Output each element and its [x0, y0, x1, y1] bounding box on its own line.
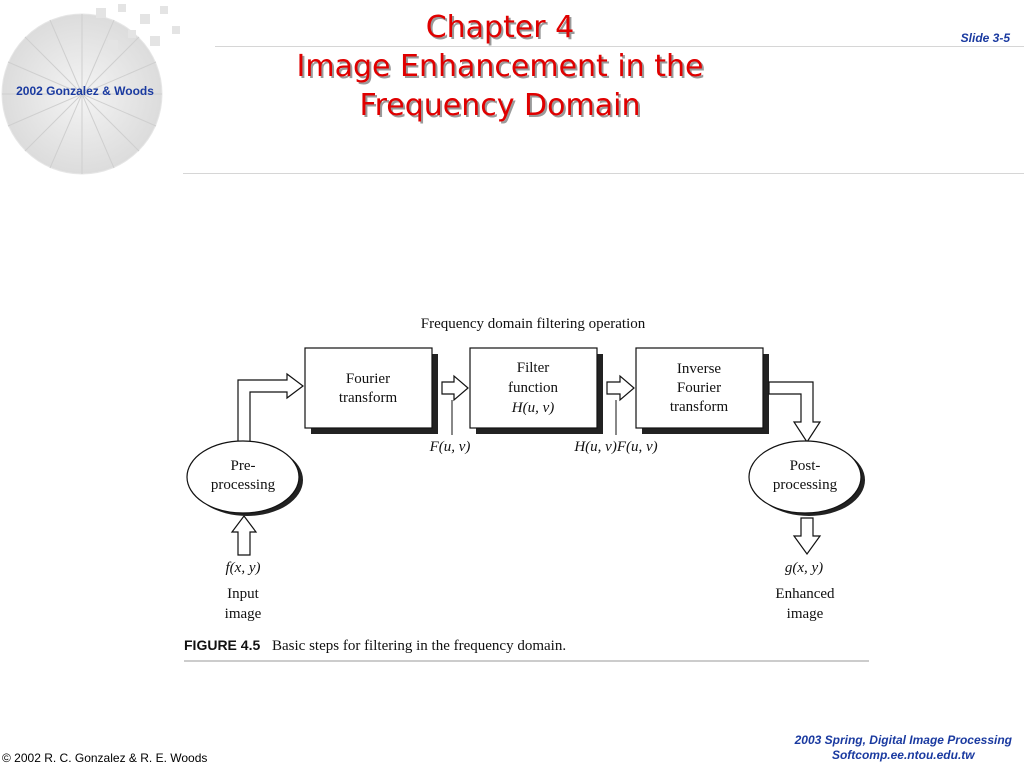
course-line-1: 2003 Spring, Digital Image Processing	[794, 733, 1012, 747]
post-processing-ellipse	[748, 440, 862, 514]
arrow-fourier-to-filter	[441, 374, 469, 402]
signal-gxy: g(x, y)	[785, 560, 823, 576]
diagram-heading: Frequency domain filtering operation	[421, 316, 646, 332]
pre-label-1: Pre-	[231, 458, 256, 474]
output-label-1: Enhanced	[775, 586, 835, 602]
fourier-label-2: transform	[339, 390, 398, 406]
signal-hfuv: H(u, v)F(u, v)	[573, 439, 657, 455]
filtering-diagram: Frequency domain filtering operation Fou…	[184, 316, 869, 662]
fourier-label-1: Fourier	[346, 371, 390, 387]
arrow-input-to-pre	[230, 515, 258, 556]
output-label-2: image	[787, 606, 824, 622]
signal-fuv: F(u, v)	[429, 439, 471, 455]
filter-label-1: Filter	[517, 360, 550, 376]
inverse-fourier-block	[635, 347, 764, 429]
figure-caption: FIGURE 4.5 Basic steps for filtering in …	[184, 637, 566, 654]
pre-label-2: processing	[211, 477, 276, 493]
course-info: 2003 Spring, Digital Image Processing So…	[795, 733, 1012, 763]
filter-label-3: H(u, v)	[511, 400, 554, 416]
post-label-2: processing	[773, 477, 838, 493]
filter-label-2: function	[508, 380, 558, 396]
filter-function-block	[469, 347, 598, 429]
arrow-inverse-to-post	[768, 381, 822, 444]
inverse-label-2: Fourier	[677, 380, 721, 396]
input-label-1: Input	[227, 586, 259, 602]
logo-emblem	[1, 4, 180, 175]
inverse-label-3: transform	[670, 399, 729, 415]
logo-caption: 2002 Gonzalez & Woods	[16, 84, 154, 98]
title-line-1: Chapter 4	[425, 10, 575, 45]
post-label-1: Post-	[790, 458, 821, 474]
arrow-pre-to-fourier	[237, 372, 304, 443]
inverse-label-1: Inverse	[677, 361, 721, 377]
input-label-2: image	[225, 606, 262, 622]
caption-text: Basic steps for filtering in the frequen…	[272, 638, 566, 654]
header-rule-bottom	[183, 173, 1024, 174]
arrow-filter-to-inverse	[606, 374, 635, 402]
title-line-3: Frequency Domain	[359, 88, 641, 123]
slide-title: Chapter 4 Image Enhancement in the Frequ…	[220, 8, 780, 125]
slide-number: Slide 3-5	[960, 31, 1010, 45]
arrow-post-to-output	[792, 517, 822, 556]
caption-label: FIGURE 4.5	[184, 637, 260, 653]
fourier-transform-block	[304, 347, 433, 429]
signal-fxy: f(x, y)	[226, 560, 261, 576]
title-line-2: Image Enhancement in the	[296, 49, 704, 84]
header-rule-top	[215, 46, 1024, 47]
course-line-2: Softcomp.ee.ntou.edu.tw	[831, 748, 975, 762]
copyright: © 2002 R. C. Gonzalez & R. E. Woods	[2, 751, 208, 765]
pre-processing-ellipse	[186, 440, 300, 514]
